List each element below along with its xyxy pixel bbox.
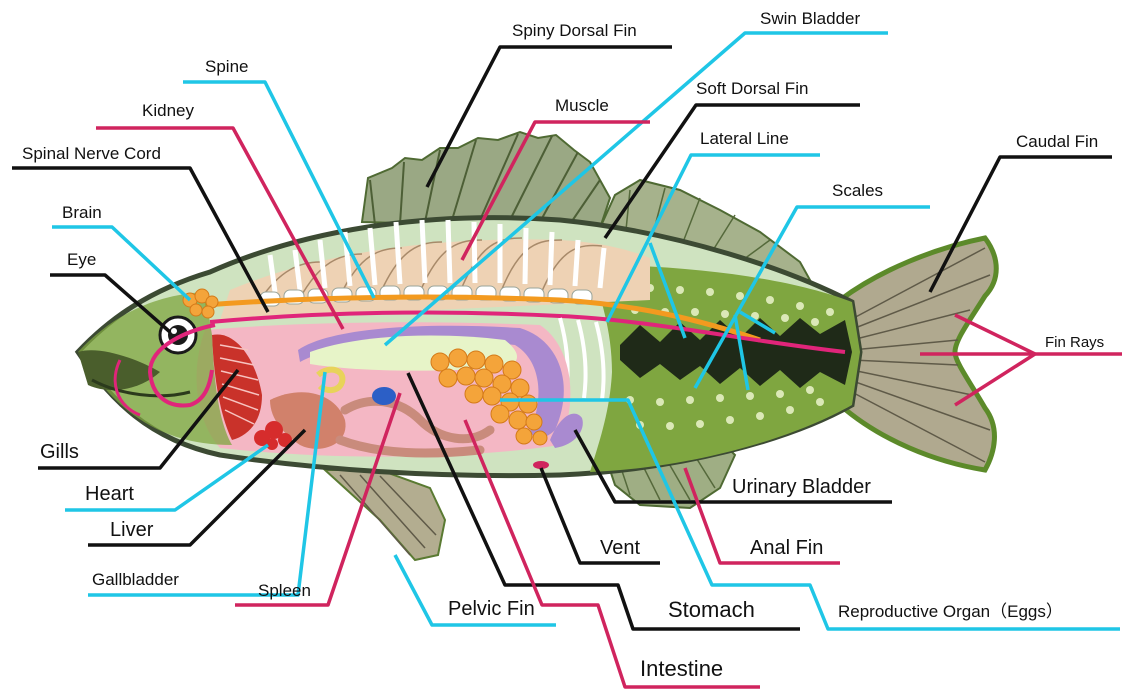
label-gills: Gills: [40, 441, 79, 463]
label-urinary-bladder: Urinary Bladder: [732, 476, 871, 498]
label-pelvic-fin: Pelvic Fin: [448, 598, 535, 620]
label-swim-bladder: Swin Bladder: [760, 9, 861, 28]
head: [78, 289, 232, 445]
label-gallbladder: Gallbladder: [92, 570, 179, 589]
label-anal-fin: Anal Fin: [750, 537, 823, 559]
label-stomach: Stomach: [668, 597, 755, 622]
label-spleen: Spleen: [258, 581, 311, 600]
label-spine: Spine: [205, 57, 248, 76]
label-spiny-dorsal-fin: Spiny Dorsal Fin: [512, 21, 637, 40]
label-lateral-line: Lateral Line: [700, 129, 789, 148]
label-soft-dorsal-fin: Soft Dorsal Fin: [696, 79, 808, 98]
label-liver: Liver: [110, 519, 154, 541]
label-fin-rays: Fin Rays: [1045, 334, 1104, 351]
label-kidney: Kidney: [142, 101, 194, 120]
label-heart: Heart: [85, 483, 134, 505]
pelvic-fin-shape: [325, 470, 445, 560]
label-intestine: Intestine: [640, 656, 723, 681]
spleen-shape: [372, 387, 396, 405]
label-brain: Brain: [62, 203, 102, 222]
label-caudal-fin: Caudal Fin: [1016, 132, 1098, 151]
label-spinal-nerve-cord: Spinal Nerve Cord: [22, 144, 161, 163]
label-eye: Eye: [67, 250, 96, 269]
vent-shape: [533, 461, 549, 469]
label-reproductive-organ: Reproductive Organ（Eggs）: [838, 602, 1063, 621]
label-muscle: Muscle: [555, 96, 609, 115]
label-scales: Scales: [832, 181, 883, 200]
label-vent: Vent: [600, 537, 640, 559]
